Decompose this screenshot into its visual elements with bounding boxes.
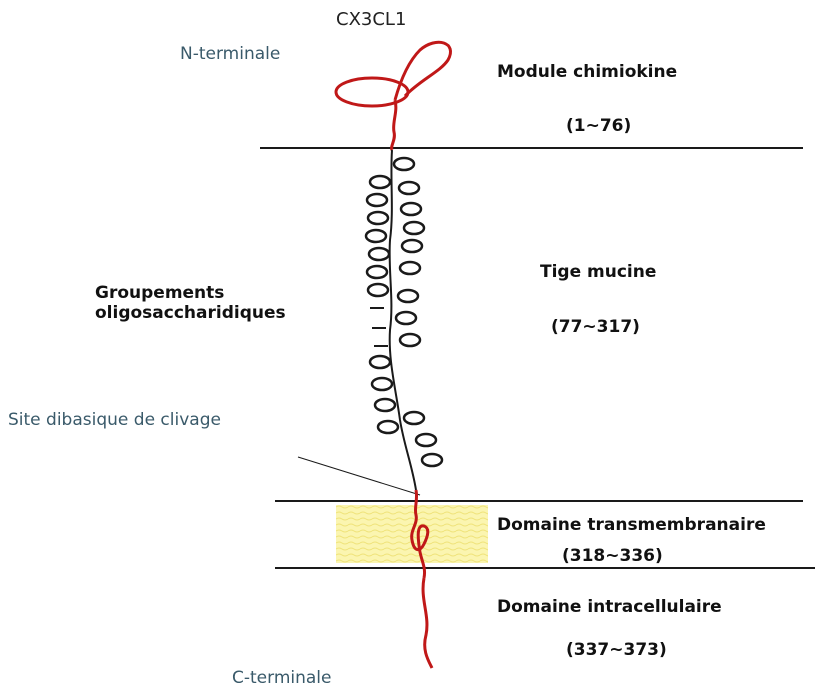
transmembrane-domain-label: Domaine transmembranaire (497, 515, 766, 535)
intracellular-domain-label: Domaine intracellulaire (497, 597, 722, 617)
chemokine-module-label: Module chimiokine (497, 62, 677, 82)
n-terminal-label: N-terminale (180, 44, 280, 64)
mucin-stalk-range: (77~317) (551, 317, 640, 337)
oligosaccharide-groups-label: Groupements oligosaccharidiques (95, 283, 286, 323)
oligosaccharide-groups-line1: Groupements (95, 283, 286, 303)
intracellular-chain (423, 578, 432, 668)
transmembrane-domain-range: (318~336) (562, 546, 663, 566)
c-terminal-label: C-terminale (232, 668, 331, 688)
chemokine-module-shape (336, 42, 451, 150)
intracellular-domain-range: (337~373) (566, 640, 667, 660)
oligosaccharide-loops-left (366, 176, 398, 433)
protein-name-label: CX3CL1 (336, 10, 406, 30)
cleavage-site-pointer (298, 457, 420, 495)
mucin-stalk-label: Tige mucine (540, 262, 656, 282)
oligosaccharide-groups-line2: oligosaccharidiques (95, 303, 286, 323)
stalk-ticks (370, 308, 388, 346)
oligosaccharide-loops-right (394, 158, 442, 466)
mucin-stalk-spine (390, 150, 416, 490)
chemokine-module-range: (1~76) (566, 116, 631, 136)
cleavage-site-label: Site dibasique de clivage (8, 410, 221, 430)
